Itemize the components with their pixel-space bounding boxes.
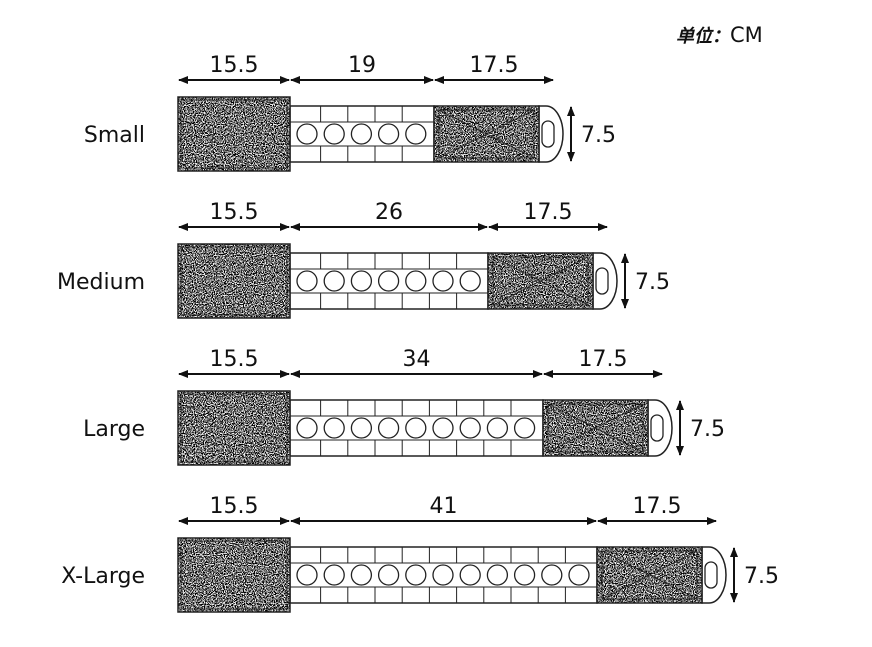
size-row-x-large: X-Large 15.5 41 17.5 7.5 [61,494,779,613]
hook-pad [177,390,291,466]
size-label: Large [83,417,145,442]
loop-hole [377,270,400,292]
dimension-left: 15.5 [210,53,259,78]
loop-pad [596,546,703,604]
dimension-left: 15.5 [210,347,259,372]
tab-slot [541,120,555,148]
loop-hole [459,564,481,586]
dimension-left: 15.5 [210,494,259,519]
hook-pad-texture [178,538,290,612]
dimension-right: 17.5 [633,494,682,519]
hook-pad-border [180,393,288,463]
dimension-middle: 26 [375,200,403,225]
loop-hole [323,417,345,439]
loop-hole [350,564,373,586]
cross-stitch [492,256,589,306]
loop-hole [486,417,509,439]
loop-hole [405,123,427,145]
loop-hole [377,123,400,145]
cross-stitch [438,109,535,159]
dimension-height: 7.5 [581,123,616,148]
size-label: Medium [57,270,145,295]
tab-slot [650,414,664,442]
unit-label: 单位：CM [676,22,763,48]
loop-hole [405,270,427,292]
loop-hole [296,564,318,586]
loop-hole [296,417,318,439]
size-row-large: Large 15.5 34 17.5 7.5 [83,347,725,466]
loop-hole [350,270,373,292]
loop-hole [432,564,454,586]
loop-hole [432,417,454,439]
hook-pad-texture [178,97,290,171]
loop-hole [513,564,536,586]
size-row-small: Small 15.5 19 17.5 7.5 [84,53,616,172]
hook-pad [177,96,291,172]
loop-pad-border [547,403,644,453]
loop-hole [405,417,427,439]
loop-hole [459,270,481,292]
loop-hole [513,417,536,439]
dimension-right: 17.5 [524,200,573,225]
unit-value: CM [730,23,763,47]
unit-prefix: 单位： [676,26,730,47]
dimension-height: 7.5 [635,270,670,295]
loop-hole [377,417,400,439]
loop-hole [568,564,590,586]
loop-pad-border [492,256,589,306]
dimension-middle: 41 [430,494,458,519]
loop-hole [377,564,400,586]
dimension-height: 7.5 [744,564,779,589]
dimension-middle: 34 [403,347,431,372]
cross-stitch [601,550,698,600]
loop-hole [296,270,318,292]
hook-pad [177,537,291,613]
dimension-height: 7.5 [690,417,725,442]
dimension-right: 17.5 [579,347,628,372]
loop-hole [350,123,373,145]
size-label: X-Large [61,564,145,589]
loop-pad-border [601,550,698,600]
hook-pad-border [180,246,288,316]
loop-hole [323,564,345,586]
loop-pad [487,252,594,310]
loop-hole [405,564,427,586]
cross-stitch [547,403,644,453]
loop-hole [323,270,345,292]
tab-slot [704,561,718,589]
size-row-medium: Medium 15.5 26 17.5 7.5 [57,200,670,319]
loop-pad [542,399,649,457]
loop-hole [432,270,454,292]
hook-pad [177,243,291,319]
loop-hole [486,564,509,586]
size-label: Small [84,123,145,148]
hook-pad-texture [178,244,290,318]
loop-hole [459,417,481,439]
tab-slot [595,267,609,295]
dimension-middle: 19 [348,53,376,78]
loop-pad [433,105,540,163]
loop-hole [323,123,345,145]
dimension-left: 15.5 [210,200,259,225]
hook-pad-border [180,99,288,169]
loop-hole [296,123,318,145]
loop-hole [350,417,373,439]
hook-pad-border [180,540,288,610]
loop-hole [541,564,563,586]
hook-pad-texture [178,391,290,465]
dimension-right: 17.5 [470,53,519,78]
loop-pad-border [438,109,535,159]
